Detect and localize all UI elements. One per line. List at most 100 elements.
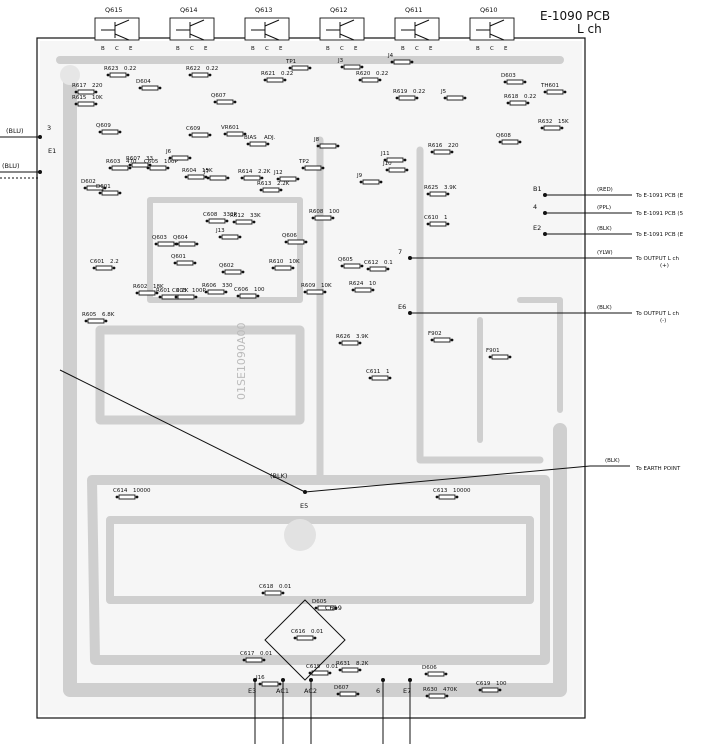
component: Q608 <box>496 133 522 145</box>
component-value: 470K <box>443 687 457 693</box>
component-id: J5 <box>440 89 447 95</box>
component-id: R626 <box>336 334 351 340</box>
bridge-rectifier-id: C619 <box>325 604 342 612</box>
component: TP2 <box>298 159 325 171</box>
board-title: E-1090 PCB <box>540 9 610 23</box>
bottom-terminal: 6 <box>376 678 385 744</box>
component-id: R616 <box>428 143 443 149</box>
transistor-pin-label: E <box>204 46 208 52</box>
right-terminal-color: (BLK) <box>597 226 612 232</box>
transistor-pin-label: B <box>251 46 255 52</box>
component-id: J8 <box>313 137 320 143</box>
component: Q603 <box>152 235 178 247</box>
mid-wire-label: (BLK) <box>270 472 287 480</box>
component: D605 <box>312 599 338 611</box>
component: Q607 <box>211 93 237 105</box>
component-id: TP1 <box>285 59 296 65</box>
component-id: R632 <box>538 119 552 125</box>
component: D607 <box>334 685 360 697</box>
component-value: 0.01 <box>326 664 338 670</box>
component-value: 10K <box>321 283 332 289</box>
right-terminal-id: E5 <box>300 502 308 510</box>
component-value: 8.2K <box>356 661 369 667</box>
component: J5 <box>440 89 467 101</box>
board-subtitle: L ch <box>577 22 602 36</box>
component: D606 <box>422 665 448 677</box>
component-id: R605 <box>82 312 97 318</box>
component-id: R622 <box>186 66 200 72</box>
transistor-pin-label: C <box>340 46 344 52</box>
bottom-terminal: E3 <box>248 678 257 744</box>
component-value: 15K <box>202 168 213 174</box>
component-id: F902 <box>428 331 442 337</box>
component-value: 10K <box>289 259 300 265</box>
transistor-pin-label: E <box>504 46 508 52</box>
right-terminal-id: 4 <box>533 203 537 211</box>
component-id: R606 <box>202 283 217 289</box>
component-value: 0.01 <box>311 629 323 635</box>
transistor-pin-label: C <box>190 46 194 52</box>
component-id: D601 <box>96 184 111 190</box>
component-value: 330P <box>223 212 237 218</box>
component: J3 <box>337 58 364 70</box>
transistor-pin-label: B <box>476 46 480 52</box>
transistor-pin-label: E <box>129 46 133 52</box>
component-id: C614 <box>113 488 128 494</box>
component-id: C601 <box>90 259 104 265</box>
component-id: R621 <box>261 71 275 77</box>
component-id: D606 <box>422 665 437 671</box>
component-id: R607 <box>126 156 141 162</box>
component-id: J3 <box>337 58 344 64</box>
component-id: F901 <box>486 348 500 354</box>
component-value: 1 <box>386 369 390 375</box>
left-wire-e1-num: E1 <box>48 147 56 155</box>
component-value: 100P <box>164 159 178 165</box>
left-wire-3: 3 (BLU) <box>0 124 51 139</box>
component-value: 3.9K <box>444 185 457 191</box>
transistor-pin-label: E <box>279 46 283 52</box>
component-value: 330 <box>222 283 233 289</box>
right-terminal-dest: To E-1091 PCB (E <box>635 232 684 238</box>
component: Q609 <box>96 123 122 135</box>
component-id: D603 <box>501 73 516 79</box>
component: D604 <box>136 79 162 91</box>
right-terminal-id: E2 <box>533 224 541 232</box>
component-value: 0.22 <box>413 89 425 95</box>
bottom-terminal: E7 <box>403 678 412 744</box>
component-value: 0.22 <box>524 94 536 100</box>
component-id: R617 <box>72 83 87 89</box>
component-id: VR601 <box>221 125 239 131</box>
right-terminal-dest: To E-1091 PCB (E <box>635 193 684 199</box>
component: TH601 <box>540 83 567 95</box>
component-value: ADJ. <box>264 135 276 141</box>
component-value: 2.2 <box>110 259 119 265</box>
bottom-terminal-label: 6 <box>376 687 380 695</box>
component-id: D607 <box>334 685 349 691</box>
component: J9 <box>356 173 383 185</box>
right-terminal: B1(RED)To E-1091 PCB (E <box>533 185 684 199</box>
component-id: R603 <box>106 159 121 165</box>
bottom-terminal-label: E7 <box>403 687 411 695</box>
component: Q606 <box>282 233 308 245</box>
component-id: D604 <box>136 79 151 85</box>
right-terminal-id: B1 <box>533 185 542 193</box>
component-id: C615 <box>306 664 321 670</box>
right-terminal-color: (BLK) <box>605 458 620 464</box>
component-id: J7 <box>203 169 210 175</box>
component-id: C617 <box>240 651 255 657</box>
transistor-pin-label: C <box>490 46 494 52</box>
right-terminal-sub: (+) <box>660 263 669 269</box>
component-value: 100 <box>254 287 265 293</box>
left-wire-3-color: (BLU) <box>6 127 24 135</box>
